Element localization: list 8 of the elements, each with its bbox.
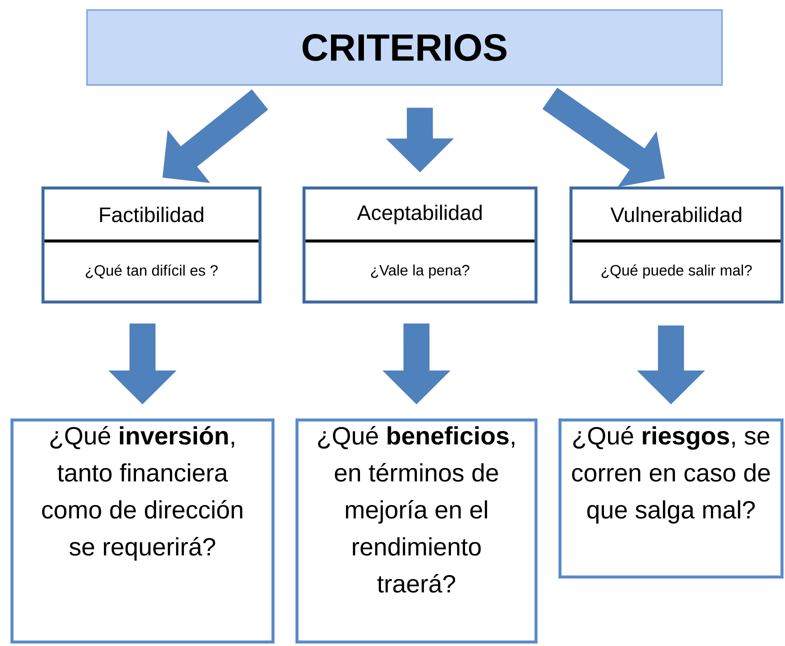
question-box: ¿Qué inversión, tanto financiera como de dirección se requerirá? bbox=[10, 418, 274, 644]
question-box: ¿Qué beneficios, en términos de mejoría en el rendimiento traerá? bbox=[296, 418, 538, 644]
criterion-box: Factibilidad ¿Qué tan difícil es ? bbox=[42, 186, 262, 304]
title-banner: CRITERIOS bbox=[86, 9, 723, 86]
question-box: ¿Qué riesgos, se corren en caso de que salga mal? bbox=[558, 418, 784, 578]
criterion-box: Vulnerabilidad ¿Qué puede salir mal? bbox=[570, 186, 784, 304]
criterion-box: Aceptabilidad ¿Vale la pena? bbox=[302, 186, 538, 304]
block-arrow bbox=[162, 89, 268, 184]
